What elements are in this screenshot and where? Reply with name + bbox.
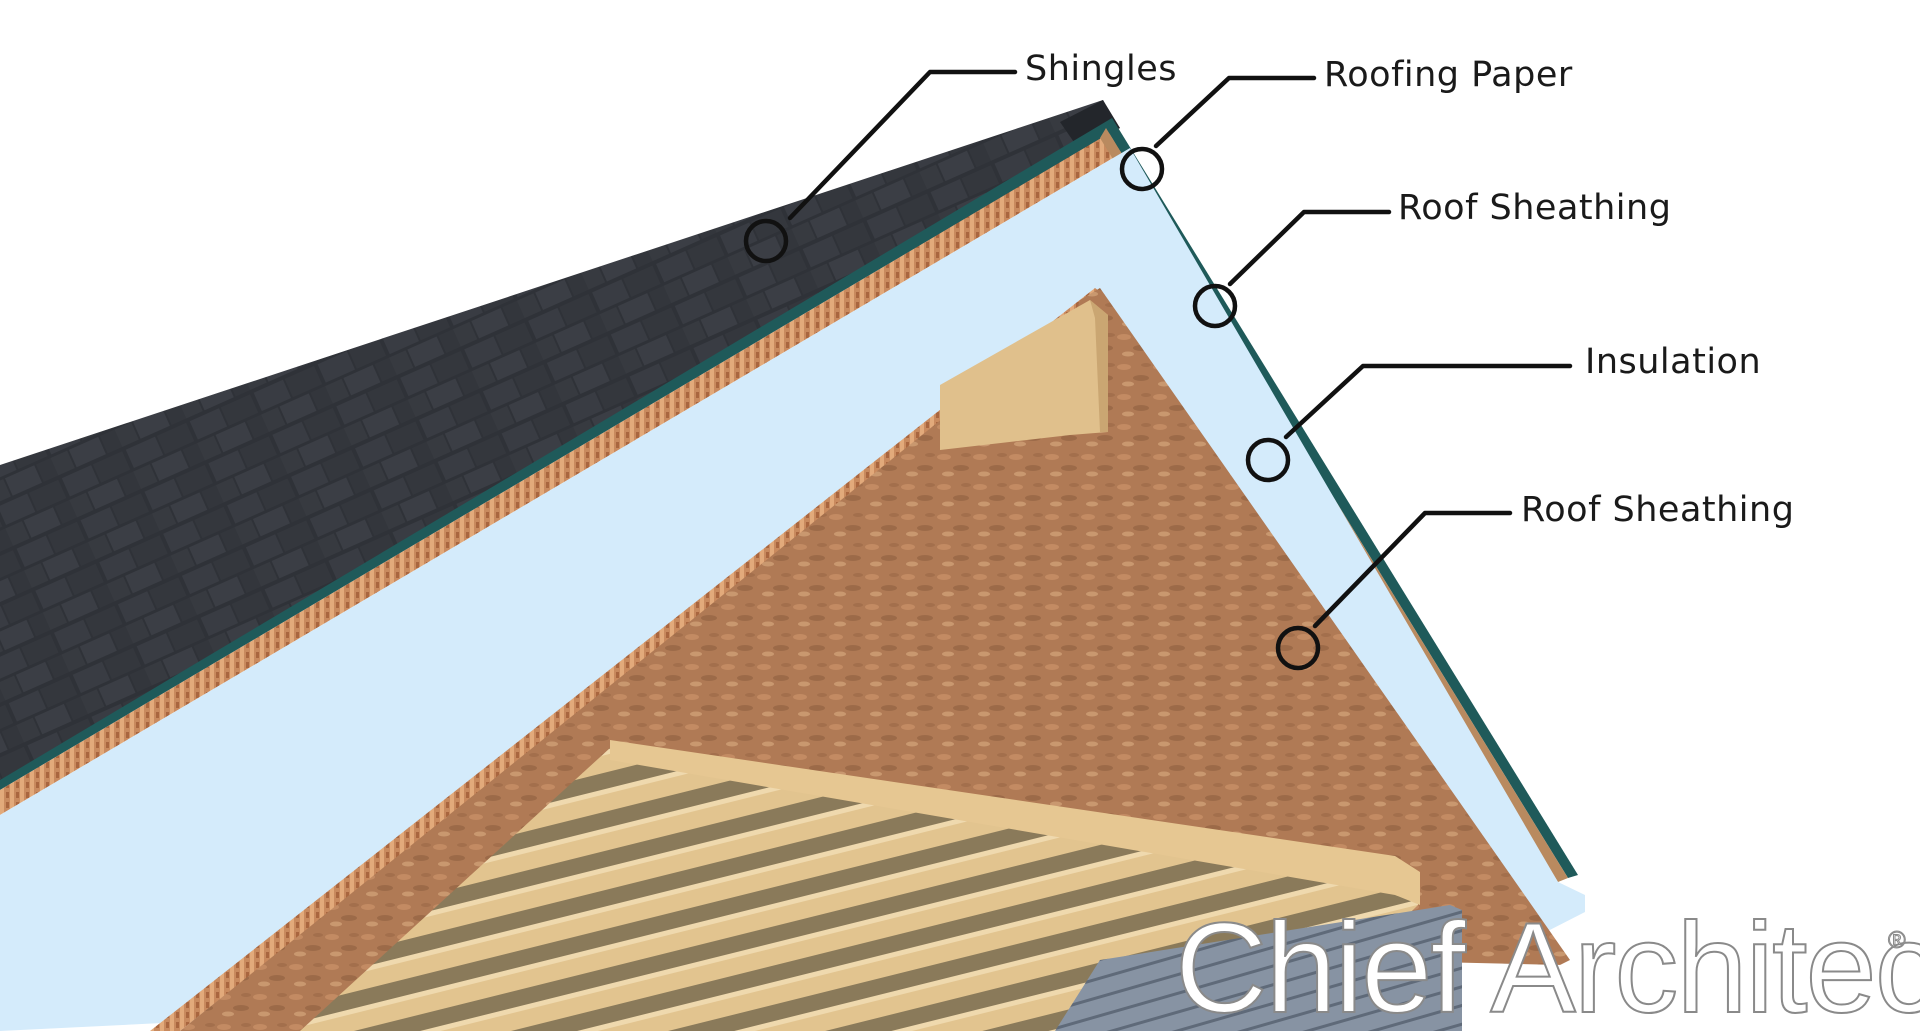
inner-sheathing-edge-left: [150, 288, 1105, 1031]
watermark-registered-mark: ®: [1888, 927, 1906, 954]
callout-insulation: Insulation: [1245, 342, 1761, 483]
label-shingles: Shingles: [1025, 49, 1177, 89]
label-roof-sheathing-outer: Roof Sheathing: [1398, 188, 1671, 228]
ridge-board: [940, 300, 1108, 450]
roof-sheathing-edge-left: [0, 128, 1130, 815]
ridge-board-face: [1090, 300, 1108, 432]
callout-roof-sheathing-outer: Roof Sheathing: [1192, 188, 1671, 329]
label-roof-sheathing-inner: Roof Sheathing: [1521, 490, 1794, 530]
leader-line-roof-sheathing-inner: [1312, 510, 1513, 629]
rim-joist: [610, 740, 1420, 905]
callout-roof-sheathing-inner: Roof Sheathing: [1275, 490, 1794, 671]
chief-architect-watermark: Chief Architect ®: [1174, 896, 1920, 1031]
wall-siding: [1055, 905, 1462, 1031]
callout-roofing-paper: Roofing Paper: [1119, 55, 1573, 192]
callout-ring-shingles: [743, 218, 789, 264]
callout-ring-roof-sheathing-inner: [1275, 625, 1321, 671]
roofing-paper-edge-left: [0, 118, 1118, 790]
watermark-brand-text: Chief Architect: [1175, 897, 1920, 1031]
leader-line-roof-sheathing-outer: [1227, 209, 1392, 287]
callout-ring-insulation: [1245, 437, 1291, 483]
callout-shingles: Shingles: [743, 49, 1177, 264]
ridge-cap: [1060, 100, 1120, 148]
leader-line-insulation: [1283, 363, 1573, 440]
label-roofing-paper: Roofing Paper: [1324, 55, 1573, 95]
leader-line-roofing-paper: [1153, 75, 1317, 149]
leader-line-shingles: [787, 69, 1018, 221]
label-insulation: Insulation: [1585, 342, 1761, 382]
callout-ring-roofing-paper: [1119, 146, 1165, 192]
roof-sheathing-edge-right: [1106, 118, 1578, 878]
callout-ring-roof-sheathing-outer: [1192, 283, 1238, 329]
